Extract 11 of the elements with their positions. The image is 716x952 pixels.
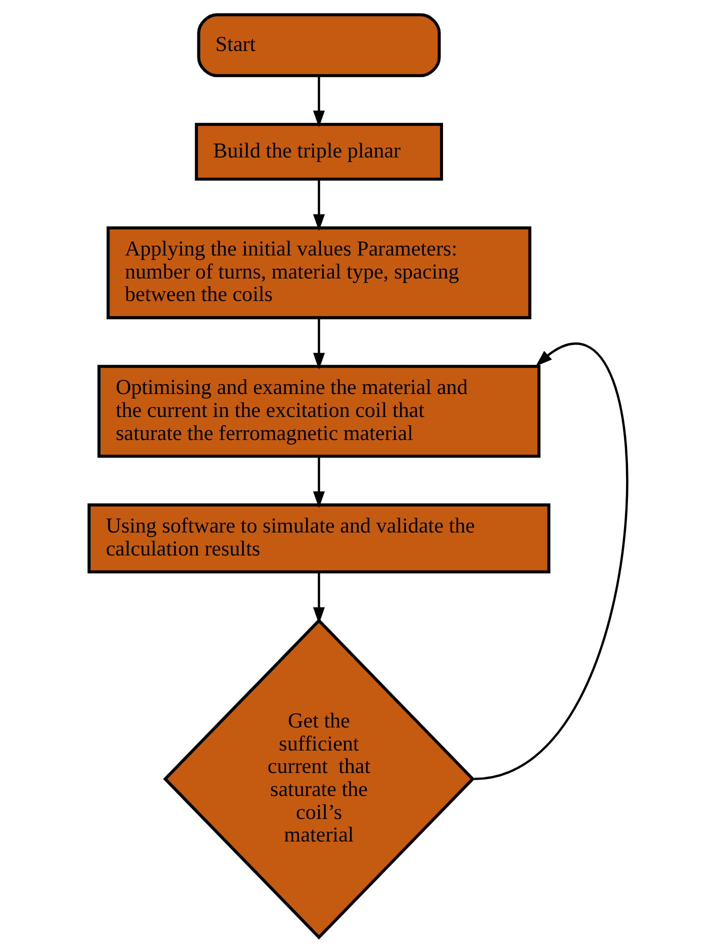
arrow (312, 318, 324, 370)
arrow (312, 76, 324, 128)
node-box: Applying the initial values Parameters: number of turns, material type, spacing between the coils (106, 226, 531, 320)
arrow (312, 572, 324, 624)
node-box: Using software to simulate and validate the calculation results (87, 503, 550, 574)
node-diamond: Get the sufficient current that saturate the coil’s material (162, 618, 474, 940)
arrow (312, 456, 324, 508)
node-box: Start (196, 13, 440, 78)
node-box: Build the triple planar (194, 122, 443, 181)
node-box: Optimising and examine the material and the current in the excitation coil that saturate the ferromagnetic material (96, 364, 540, 458)
arrow (312, 179, 324, 231)
